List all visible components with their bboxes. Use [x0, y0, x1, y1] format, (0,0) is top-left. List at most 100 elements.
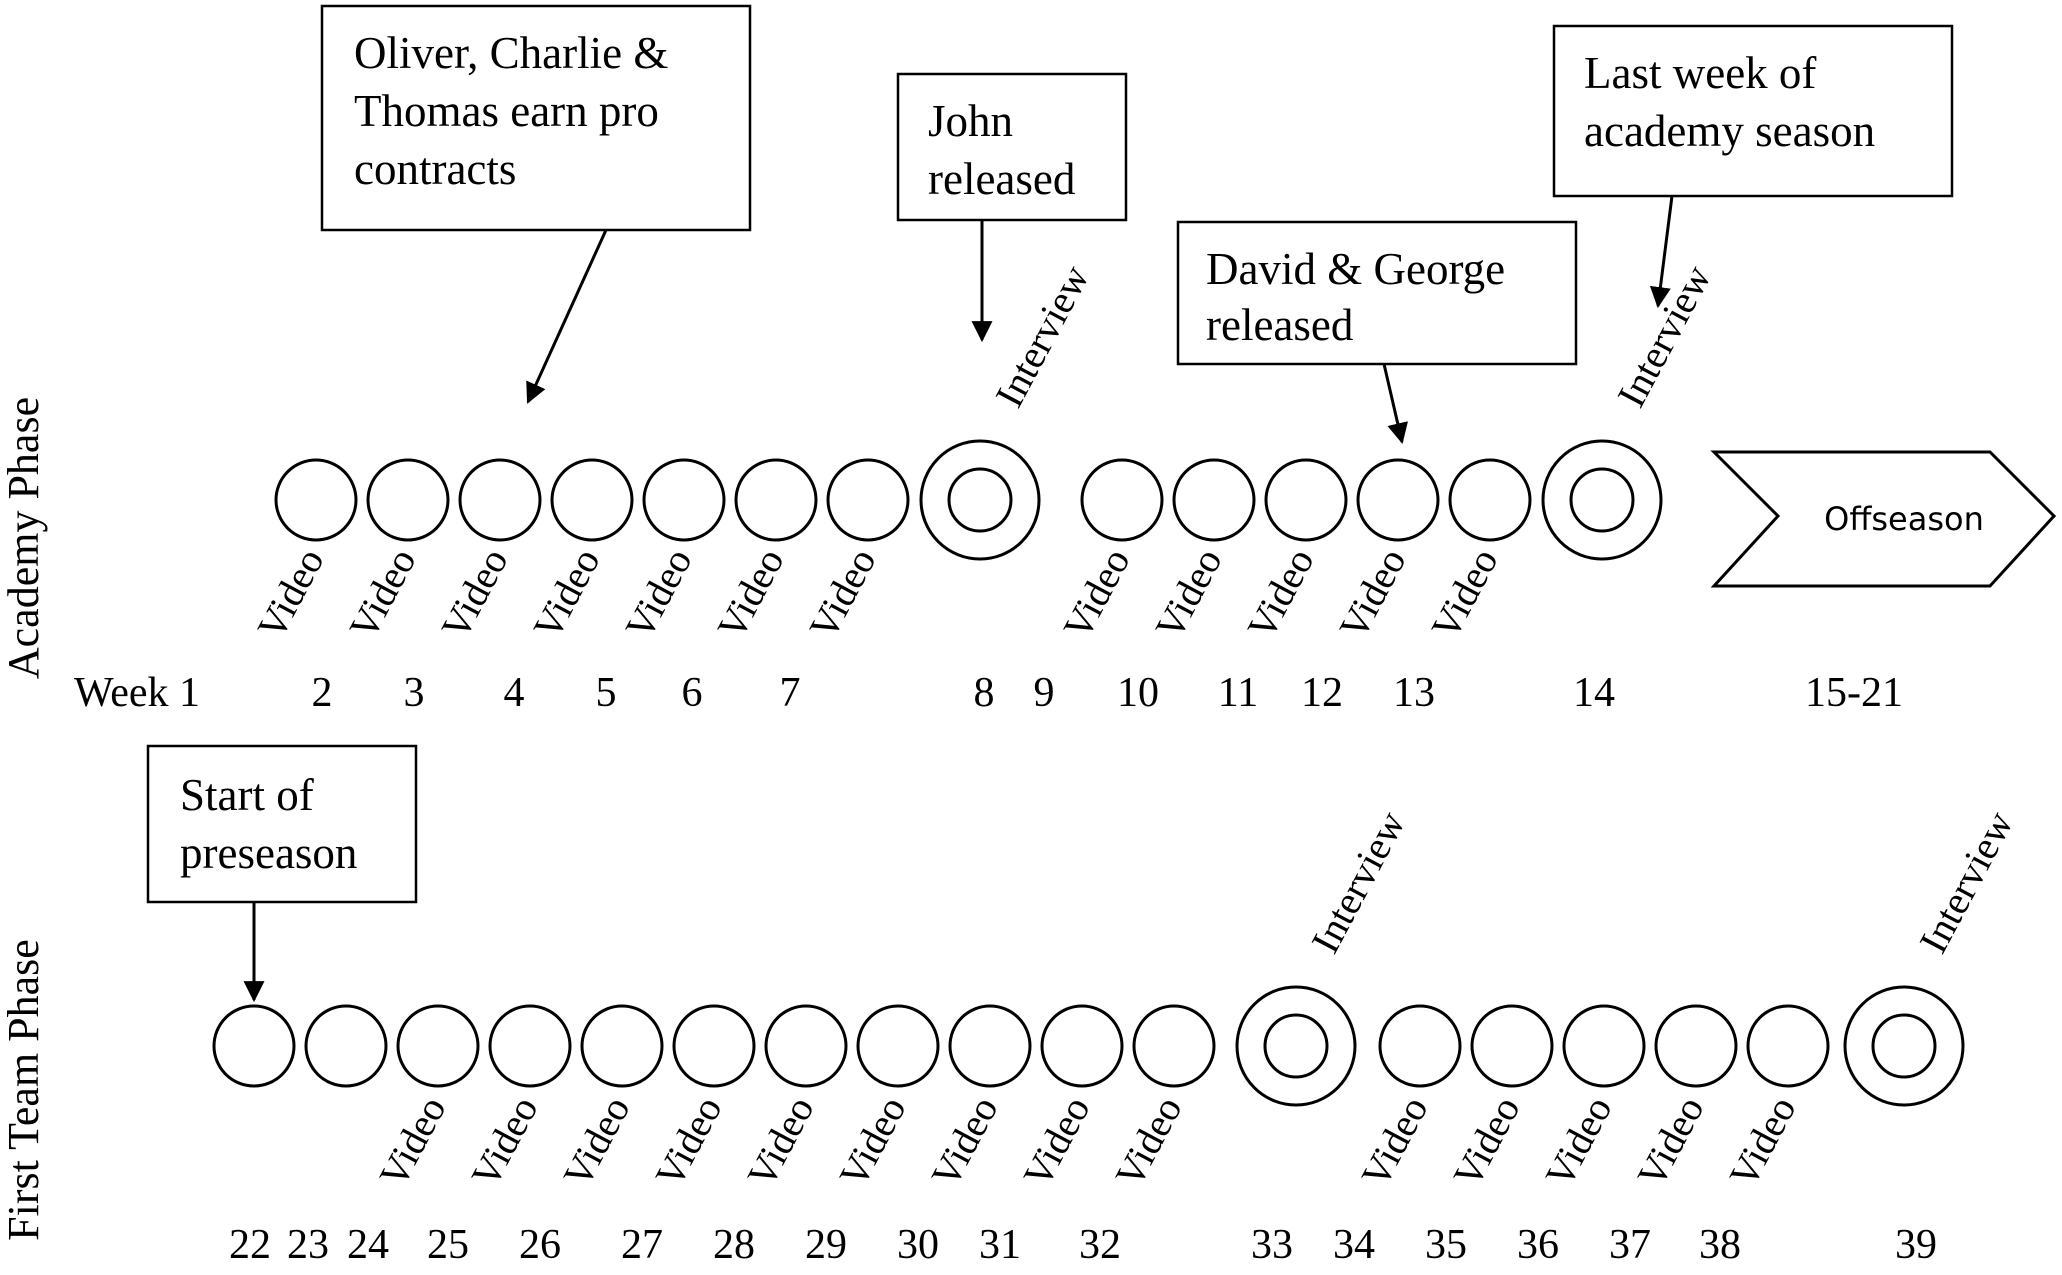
week-session-circle	[1264, 458, 1348, 542]
week-number-label: 29	[805, 1222, 847, 1268]
interview-milestone-outer	[1541, 439, 1663, 561]
week-session-circle	[1470, 1004, 1554, 1088]
week-number-label: 34	[1333, 1222, 1375, 1268]
week-number-label: 26	[519, 1222, 561, 1268]
interview-label: Interview	[1910, 804, 2022, 961]
callout-line: Thomas earn pro	[354, 86, 659, 136]
video-label: Video	[1628, 1089, 1713, 1194]
callout-line: contracts	[354, 144, 516, 194]
week-number-label: 12	[1301, 670, 1343, 716]
first-team-phase-label: First Team Phase	[0, 939, 48, 1241]
callout-arrow	[1382, 363, 1408, 445]
week-number-label: 39	[1895, 1222, 1937, 1268]
video-label: Video	[340, 541, 425, 646]
callout-pro-contracts: Oliver, Charlie & Thomas earn pro contra…	[320, 4, 752, 404]
video-label: Video	[370, 1089, 455, 1194]
week-number-label: 36	[1517, 1222, 1559, 1268]
interview-milestone-outer	[1843, 985, 1965, 1107]
video-label: Video	[1106, 1089, 1191, 1194]
callout-arrow	[1649, 195, 1674, 309]
week-session-circle	[550, 458, 634, 542]
week-number-label: 22	[229, 1222, 271, 1268]
callout-box	[146, 744, 418, 904]
week-number-label: 15-21	[1805, 670, 1903, 716]
offseason-label: Offseason	[1824, 500, 1984, 538]
interview-milestone-inner	[947, 467, 1013, 533]
video-label: Video	[738, 1089, 823, 1194]
week-session-circle	[642, 458, 726, 542]
week-number-label: 30	[897, 1222, 939, 1268]
video-label: Video	[524, 541, 609, 646]
week-number-label: 33	[1251, 1222, 1293, 1268]
week-session-circle	[734, 458, 818, 542]
week-number-label: 3	[404, 670, 425, 716]
week-session-circle	[1378, 1004, 1462, 1088]
video-label: Video	[1054, 541, 1139, 646]
week-session-circle	[458, 458, 542, 542]
week-session-circle	[1172, 458, 1256, 542]
week-number-label: 9	[1034, 670, 1055, 716]
callout-box	[1176, 220, 1578, 366]
week-number-label: Week 1	[74, 670, 200, 716]
week-session-circle	[672, 1004, 756, 1088]
video-label: Video	[1238, 541, 1323, 646]
interview-milestone-inner	[1871, 1013, 1937, 1079]
week-number-label: 5	[596, 670, 617, 716]
video-label: Video	[1536, 1089, 1621, 1194]
week-session-circle	[1654, 1004, 1738, 1088]
week-session-circle	[396, 1004, 480, 1088]
week-session-circle	[580, 1004, 664, 1088]
week-number-label: 24	[347, 1222, 389, 1268]
week-session-circle	[1746, 1004, 1830, 1088]
callout-start-preseason: Start of preseason	[146, 744, 418, 1003]
week-session-circle	[1562, 1004, 1646, 1088]
week-number-label: 35	[1425, 1222, 1467, 1268]
week-number-label: 13	[1393, 670, 1435, 716]
callout-line: John	[928, 96, 1013, 146]
video-label: Video	[830, 1089, 915, 1194]
week-number-label: 2	[312, 670, 333, 716]
video-label: Video	[1352, 1089, 1437, 1194]
callout-line: released	[1206, 300, 1353, 350]
interview-milestone-outer	[919, 439, 1041, 561]
week-session-circle	[274, 458, 358, 542]
video-label: Video	[248, 541, 333, 646]
week-session-circle	[1080, 458, 1164, 542]
interview-milestone-outer	[1235, 985, 1357, 1107]
video-label: Video	[1014, 1089, 1099, 1194]
week-session-circle	[488, 1004, 572, 1088]
week-number-label: 7	[780, 670, 801, 716]
interview-label: Interview	[986, 258, 1098, 415]
callout-box	[320, 4, 752, 232]
week-number-label: 25	[427, 1222, 469, 1268]
interview-milestone-inner	[1263, 1013, 1329, 1079]
interview-label: Interview	[1608, 258, 1720, 415]
week-session-circle	[826, 458, 910, 542]
video-label: Video	[922, 1089, 1007, 1194]
callout-line: Oliver, Charlie &	[354, 28, 668, 78]
academy-phase-label: Academy Phase	[0, 397, 48, 679]
week-session-circle	[948, 1004, 1032, 1088]
callout-arrow	[526, 229, 608, 404]
callout-box	[896, 72, 1128, 222]
week-number-label: 37	[1609, 1222, 1651, 1268]
callout-line: Last week of	[1584, 48, 1816, 98]
video-label: Video	[554, 1089, 639, 1194]
week-session-circle	[764, 1004, 848, 1088]
week-number-label: 14	[1573, 670, 1615, 716]
week-session-circle	[1356, 458, 1440, 542]
offseason-shape	[1710, 450, 2057, 588]
video-label: Video	[1422, 541, 1507, 646]
video-label: Video	[462, 1089, 547, 1194]
callout-line: David & George	[1206, 244, 1505, 294]
interview-milestone-inner	[1569, 467, 1635, 533]
week-number-label: 27	[621, 1222, 663, 1268]
video-label: Video	[1146, 541, 1231, 646]
callout-line: released	[928, 154, 1075, 204]
video-label: Video	[1720, 1089, 1805, 1194]
week-number-label: 23	[287, 1222, 329, 1268]
offseason-chevron: Offseason	[1710, 450, 2057, 588]
